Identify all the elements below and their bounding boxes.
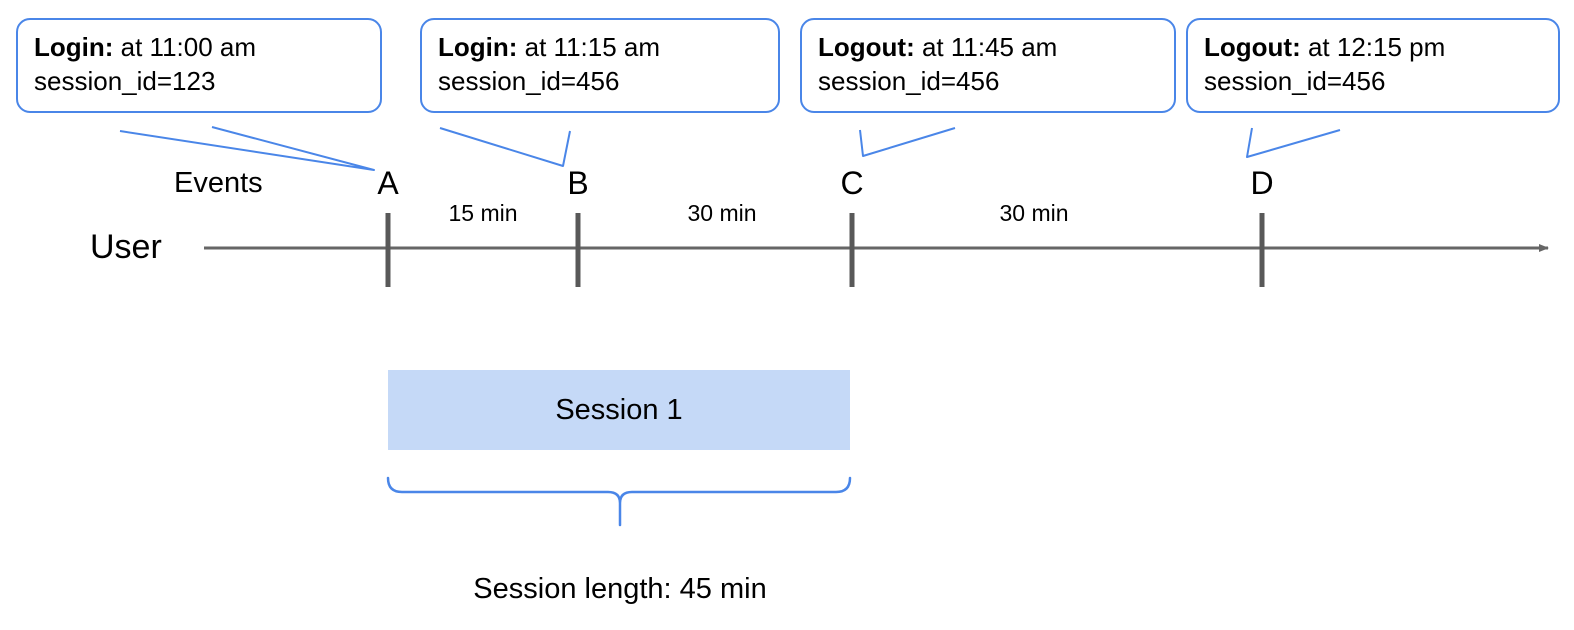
- callout-tail-c: [859, 127, 956, 157]
- callout-a-line1: Login: at 11:00 am: [34, 30, 364, 64]
- callout-d-session: session_id=456: [1204, 66, 1386, 97]
- event-label-b: B: [567, 165, 589, 201]
- event-label-d: D: [1250, 165, 1274, 201]
- callout-event-a[interactable]: Login: at 11:00 am session_id=123: [16, 18, 382, 113]
- callout-d-line1: Logout: at 12:15 pm: [1204, 30, 1542, 64]
- callout-c-time: at 11:45 am: [914, 32, 1058, 62]
- callout-c-line1: Logout: at 11:45 am: [818, 30, 1158, 64]
- callout-c-kind: Logout:: [818, 32, 915, 62]
- callout-a-session: session_id=123: [34, 66, 216, 97]
- callout-tail-d: [1246, 127, 1341, 158]
- interval-label-a-b: 15 min: [448, 200, 518, 226]
- callout-event-c[interactable]: Logout: at 11:45 am session_id=456: [800, 18, 1176, 113]
- callout-d-kind: Logout:: [1204, 32, 1301, 62]
- event-label-a: A: [377, 165, 399, 201]
- session-bar-session-1[interactable]: Session 1: [388, 370, 850, 450]
- callout-b-session: session_id=456: [438, 66, 620, 97]
- interval-label-c-d: 30 min: [999, 200, 1069, 226]
- callout-event-b[interactable]: Login: at 11:15 am session_id=456: [420, 18, 780, 113]
- events-lane-label: Events: [174, 167, 263, 199]
- session-bar-label: Session 1: [555, 393, 683, 426]
- callout-a-kind: Login:: [34, 32, 114, 62]
- callout-b-line1: Login: at 11:15 am: [438, 30, 762, 64]
- interval-label-b-c: 30 min: [687, 200, 757, 226]
- session-length-label: Session length: 45 min: [473, 573, 767, 605]
- callout-d-time: at 12:15 pm: [1300, 32, 1446, 62]
- callout-event-d[interactable]: Logout: at 12:15 pm session_id=456: [1186, 18, 1560, 113]
- callout-a-time: at 11:00 am: [113, 32, 257, 62]
- session-span-brace: [386, 476, 852, 527]
- callout-c-session: session_id=456: [818, 66, 1000, 97]
- callout-tail-b: [439, 127, 571, 167]
- user-lane-label: User: [90, 228, 162, 266]
- callout-b-time: at 11:15 am: [517, 32, 661, 62]
- callout-tail-a: [119, 126, 375, 171]
- event-label-c: C: [840, 165, 864, 201]
- callout-b-kind: Login:: [438, 32, 518, 62]
